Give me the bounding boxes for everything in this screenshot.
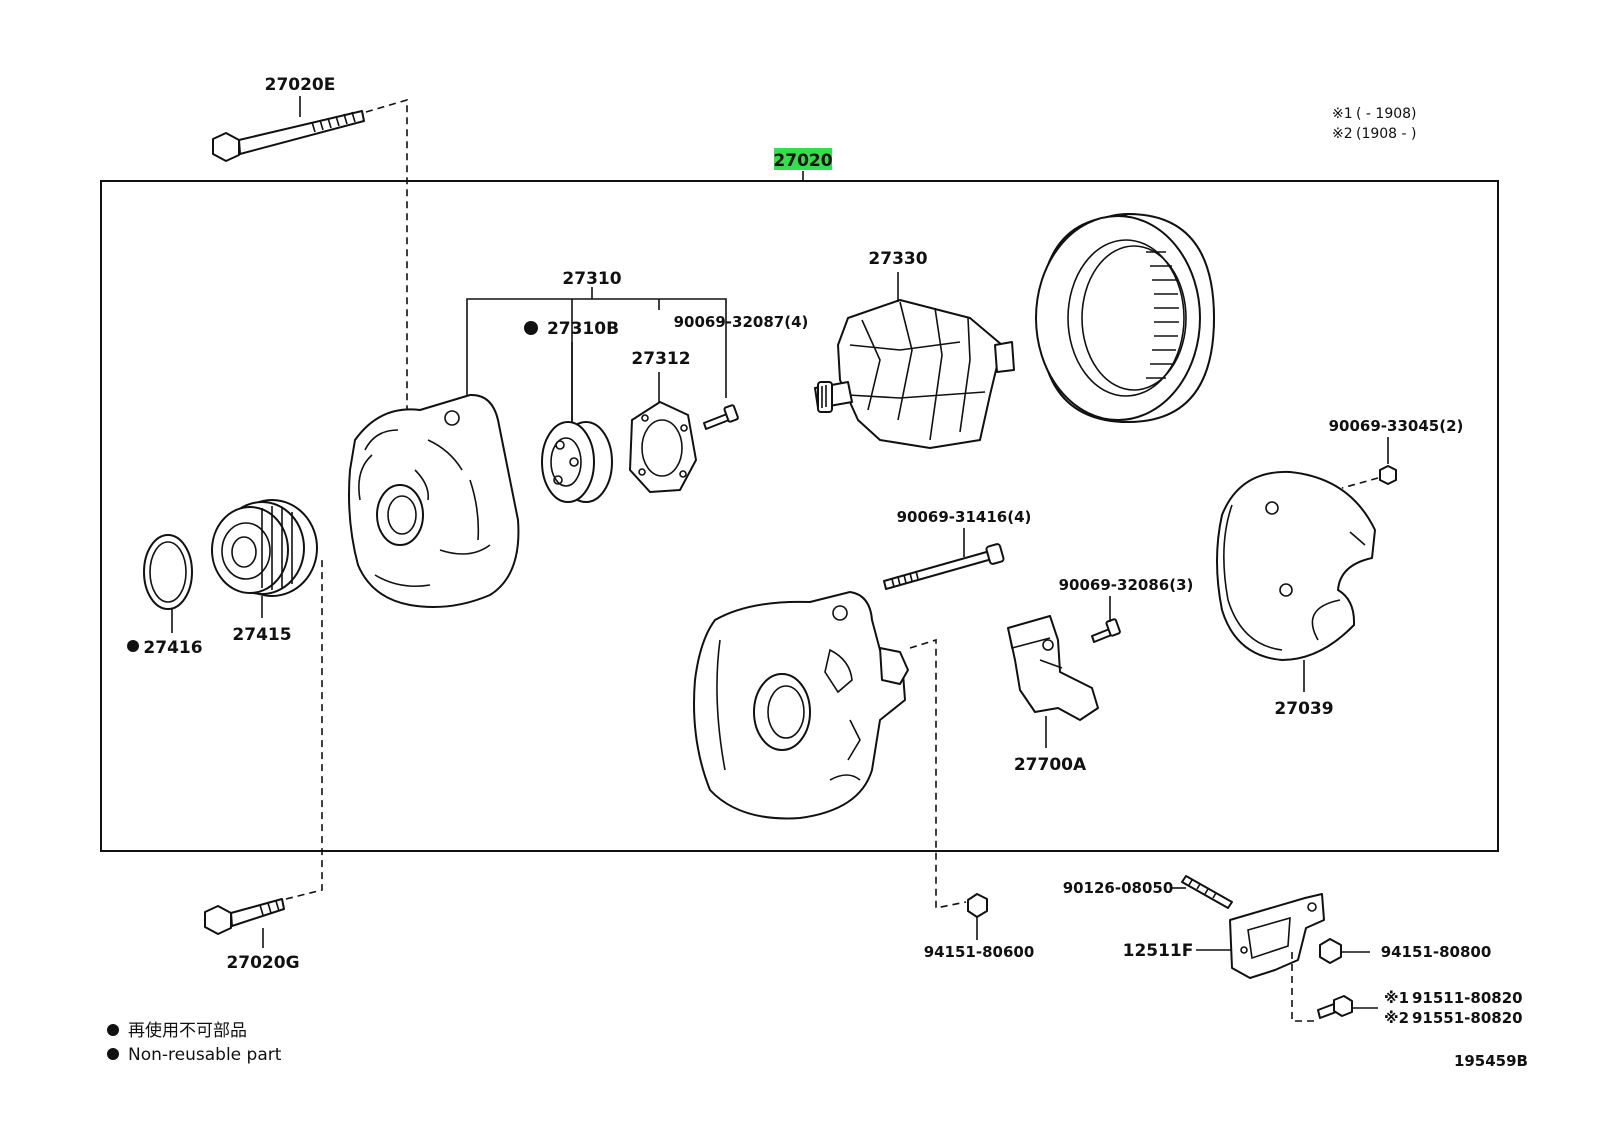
through-bolt-90069-31416-icon[interactable] [883,543,1005,590]
legend-jp: 再使用不可部品 [128,1020,247,1041]
label-27310[interactable]: 27310 [562,269,621,289]
drive-end-frame-icon[interactable] [348,393,520,609]
label-94151-80800[interactable]: 94151-80800 [1381,943,1492,961]
label-27020G[interactable]: 27020G [226,953,299,973]
label-27020[interactable]: 27020 [773,151,832,171]
label-27700A[interactable]: 27700A [1014,755,1087,775]
svg-text:※1: ※1 [1332,106,1353,122]
label-90126-08050[interactable]: 90126-08050 [1063,879,1174,897]
bearing-27310B-icon[interactable] [541,421,613,503]
legend-dot-jp [107,1024,119,1036]
svg-text:※2: ※2 [1332,126,1353,142]
nut-90069-33045-icon[interactable] [1379,465,1397,485]
label-90069-32087[interactable]: 90069-32087(4) [674,313,809,331]
label-27020E[interactable]: 27020E [265,75,336,95]
stator-icon[interactable] [1035,213,1215,423]
stud-90126-08050-icon[interactable] [1181,875,1233,909]
label-bolt-1-mark: ※1 [1384,989,1409,1007]
label-27330[interactable]: 27330 [868,249,927,269]
label-90069-31416[interactable]: 90069-31416(4) [897,508,1032,526]
legend-en: Non-reusable part [128,1045,282,1065]
bracket-12511F-icon[interactable] [1229,893,1325,979]
legend: 再使用不可部品 Non-reusable part [107,1020,282,1065]
assembly-frame [100,180,1499,852]
label-90069-33045[interactable]: 90069-33045(2) [1329,417,1464,435]
label-90069-32086[interactable]: 90069-32086(3) [1059,576,1194,594]
rotor-27330-icon[interactable] [814,299,1015,449]
label-94151-80600[interactable]: 94151-80600 [924,943,1035,961]
brush-holder-27700A-icon[interactable] [1007,615,1099,721]
seal-ring-27416-icon[interactable] [143,534,193,610]
nut-94151-80600-icon[interactable] [967,893,988,918]
screw-90069-32087-icon[interactable] [703,404,739,430]
pulley-27415-icon[interactable] [211,499,318,597]
bolt-27020E-icon[interactable] [212,110,365,162]
label-27415[interactable]: 27415 [232,625,291,645]
svg-text:( - 1908): ( - 1908) [1356,106,1417,122]
rear-cover-27039-icon[interactable] [1216,470,1376,661]
label-12511F[interactable]: 12511F [1123,941,1194,961]
label-bolt-2-mark: ※2 [1384,1009,1409,1027]
date-notes: ※1 ( - 1908) ※2 (1908 - ) [1332,106,1417,142]
rectifier-end-frame-icon[interactable] [693,591,909,820]
bolt-91511-91551-icon[interactable] [1317,995,1353,1019]
non-reusable-dot-27310B [524,321,538,335]
label-27310B[interactable]: 27310B [547,319,619,339]
label-91551-80820[interactable]: 91551-80820 [1412,1009,1523,1027]
label-27416[interactable]: 27416 [143,638,202,658]
nut-94151-80800-icon[interactable] [1319,938,1342,964]
label-27312[interactable]: 27312 [631,349,690,369]
svg-text:(1908 - ): (1908 - ) [1356,126,1417,142]
label-27039[interactable]: 27039 [1274,699,1333,719]
screw-90069-32086-icon[interactable] [1091,618,1121,643]
non-reusable-dot-27416 [127,640,139,652]
retainer-plate-27312-icon[interactable] [629,401,697,493]
bolt-27020G-icon[interactable] [204,898,285,935]
assembly-highlight [774,148,832,170]
label-91511-80820[interactable]: 91511-80820 [1412,989,1523,1007]
legend-dot-en [107,1048,119,1060]
diagram-id: 195459B [1454,1052,1528,1070]
